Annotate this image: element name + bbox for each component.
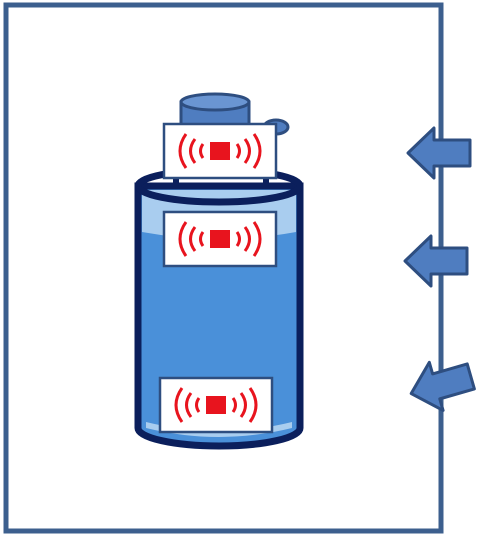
rfid-tag-icon (164, 124, 276, 178)
rfid-tag-icon (164, 212, 276, 266)
rfid-tag-icon (160, 378, 272, 432)
